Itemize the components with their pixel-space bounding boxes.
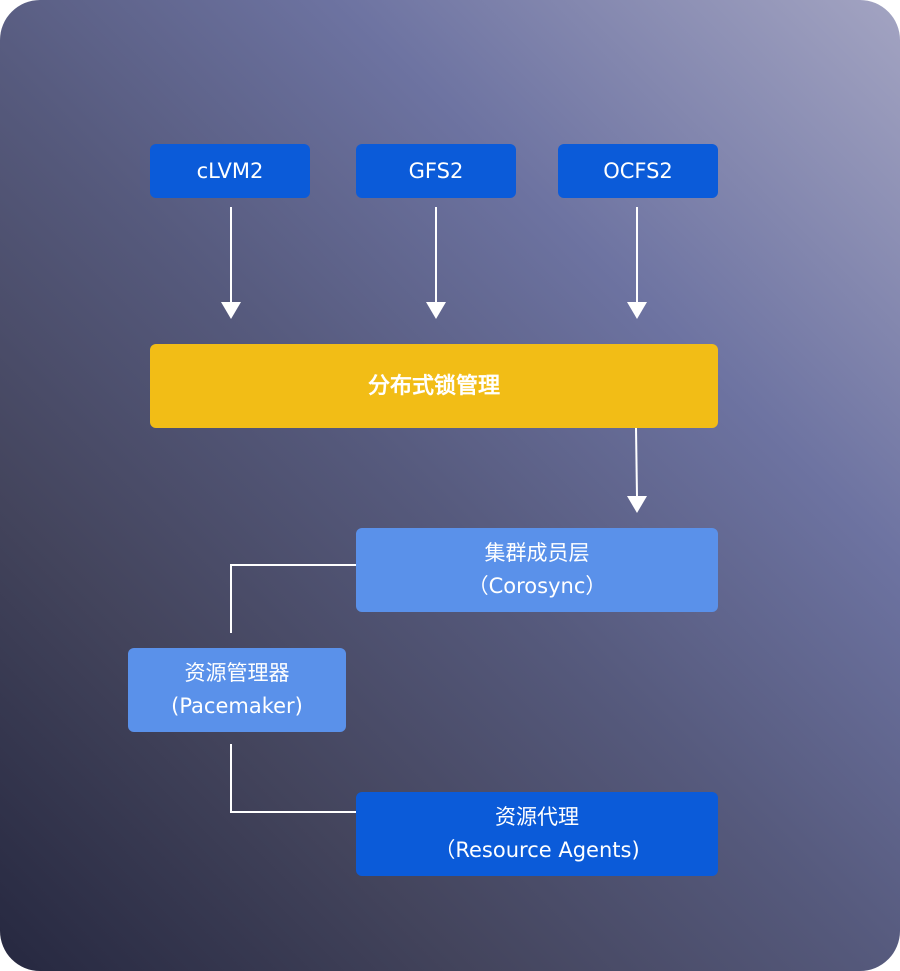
node-agents-title: 资源代理 — [495, 805, 579, 829]
node-clvm2: cLVM2 — [150, 144, 310, 198]
node-resource-manager: 资源管理器 (Pacemaker) — [128, 648, 346, 732]
arrowhead-ocfs2 — [627, 302, 647, 319]
connector-pacemaker-agents — [230, 744, 356, 813]
node-pacemaker-title: 资源管理器 — [184, 661, 290, 685]
node-dlm-label: 分布式锁管理 — [367, 373, 500, 399]
node-ocfs2-label: OCFS2 — [603, 158, 673, 183]
node-cluster-membership-layer: 集群成员层 （Corosync） — [356, 528, 718, 612]
node-corosync-title: 集群成员层 — [484, 541, 590, 565]
node-pacemaker-subtitle: (Pacemaker) — [171, 694, 303, 718]
arrowhead-dlm — [627, 496, 647, 513]
node-ocfs2: OCFS2 — [558, 144, 718, 198]
node-distributed-lock-manager: 分布式锁管理 — [150, 344, 718, 428]
node-resource-agents: 资源代理 （Resource Agents) — [356, 792, 718, 876]
node-corosync-subtitle: （Corosync） — [467, 574, 607, 598]
arrowhead-gfs2 — [426, 302, 446, 319]
node-agents-subtitle: （Resource Agents) — [434, 838, 640, 862]
arrow-dlm-to-corosync-line — [635, 427, 638, 498]
node-gfs2-label: GFS2 — [408, 158, 464, 183]
connector-corosync-pacemaker — [230, 564, 356, 633]
node-gfs2: GFS2 — [356, 144, 516, 198]
arrowhead-clvm2 — [221, 302, 241, 319]
node-clvm2-label: cLVM2 — [196, 158, 264, 183]
